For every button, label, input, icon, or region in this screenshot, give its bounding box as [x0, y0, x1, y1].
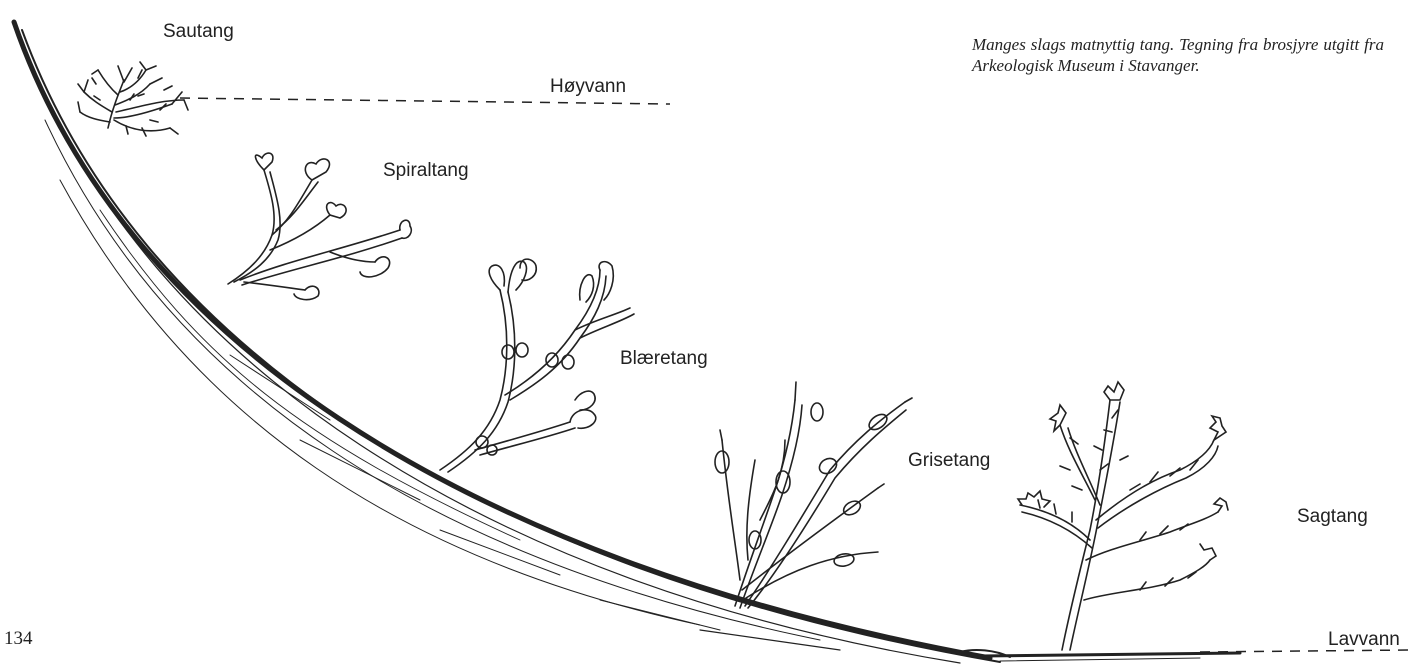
sagtang-drawing: [1018, 382, 1228, 650]
label-low-tide: Lavvann: [1328, 630, 1400, 649]
label-spiraltang: Spiraltang: [383, 161, 469, 180]
label-high-tide: Høyvann: [550, 77, 626, 96]
label-sagtang: Sagtang: [1297, 507, 1368, 526]
shore-slope: [14, 22, 1240, 663]
label-sautang: Sautang: [163, 22, 234, 41]
label-grisetang: Grisetang: [908, 451, 990, 470]
figure-caption: Manges slags matnyttig tang. Tegning fra…: [972, 34, 1384, 76]
high-tide-line: [180, 98, 670, 104]
label-blaeretang: Blæretang: [620, 349, 708, 368]
blaeretang-drawing: [440, 259, 634, 472]
page-number: 134: [4, 628, 33, 650]
sautang-drawing: [78, 62, 188, 136]
grisetang-drawing: [715, 382, 912, 608]
